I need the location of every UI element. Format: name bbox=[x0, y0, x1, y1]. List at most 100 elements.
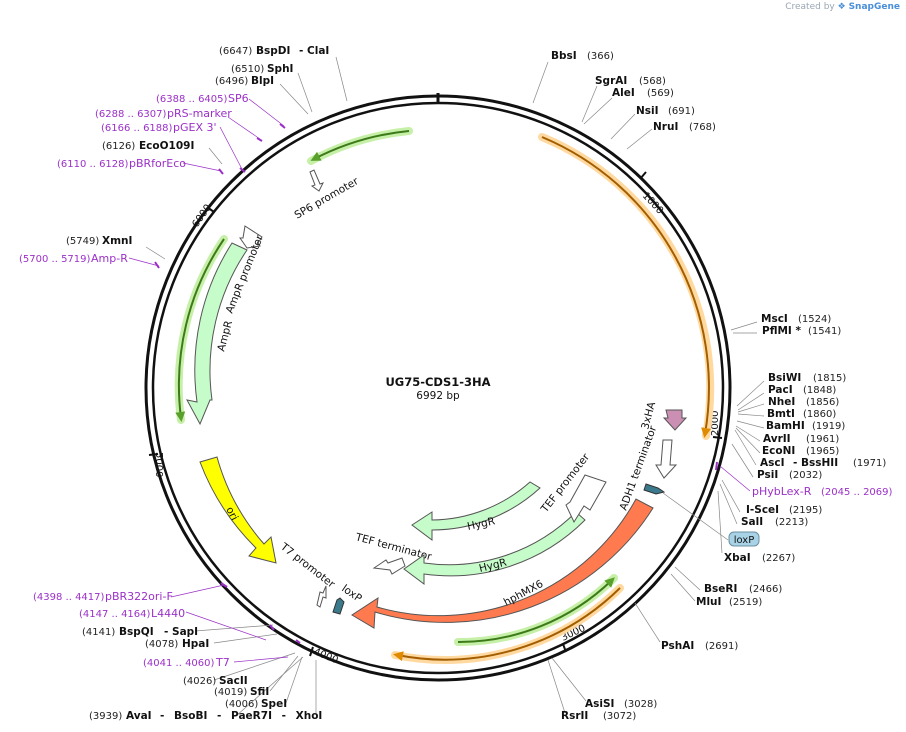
orange-arrow-cds bbox=[541, 136, 711, 438]
tick-5000: 5000 bbox=[153, 452, 164, 477]
primer-range-amp-r: (5700 .. 5719) bbox=[19, 254, 91, 265]
primer-range-pbr322ori-f: (4398 .. 4417) bbox=[33, 592, 105, 603]
sp6-promoter-arrow bbox=[309, 169, 324, 192]
enzyme-pos-nrui: (768) bbox=[689, 122, 716, 133]
enzyme-pos-pflmi: (1541) bbox=[808, 326, 841, 337]
enzyme-name-pshai: PshAI bbox=[661, 640, 694, 652]
enzyme-name-sgrai: SgrAI bbox=[595, 75, 627, 87]
primer-range-phyblex-r: (2045 .. 2069) bbox=[821, 487, 893, 498]
green-arrow-inner bbox=[457, 577, 615, 644]
enzyme-name-hpai: HpaI bbox=[182, 638, 209, 650]
hygr-label-1: HygR bbox=[466, 515, 496, 533]
primer-range-l4440: (4147 .. 4164) bbox=[79, 609, 151, 620]
ori-label: ori bbox=[223, 505, 240, 523]
enzyme-pos-bbsi: (366) bbox=[587, 51, 614, 62]
primer-marks bbox=[154, 123, 718, 644]
orange-arrow-lower bbox=[393, 587, 621, 662]
enzyme-name-spei: SpeI bbox=[261, 698, 287, 710]
loxp-callout-line bbox=[662, 492, 729, 541]
enzyme-name-bspdi: BspDI bbox=[256, 45, 290, 57]
enzyme-pos-sgrai: (568) bbox=[639, 76, 666, 87]
enzyme-pos-pshai: (2691) bbox=[705, 641, 738, 652]
enzyme-name-i-scei: I-SceI bbox=[746, 504, 779, 516]
loxp-right-arrow bbox=[643, 483, 666, 495]
enzyme-name-xbai: XbaI bbox=[724, 552, 751, 564]
enzyme-pos-ecoo109i: (6126) bbox=[102, 141, 135, 152]
enzyme-name-sali: SalI bbox=[741, 516, 763, 528]
enzyme-name-alei: AleI bbox=[612, 87, 635, 99]
enzyme-pos-bmti: (1860) bbox=[803, 409, 836, 420]
enzyme-name-rsrii: RsrII bbox=[561, 710, 588, 722]
primer-name-pgex3: pGEX 3' bbox=[173, 121, 217, 134]
enzyme-extra-clai: - ClaI bbox=[299, 45, 329, 57]
enzyme-name-paci: PacI bbox=[768, 384, 793, 396]
primer-name-t7: T7 bbox=[215, 656, 230, 669]
enzyme-pos-sfii: (4019) bbox=[214, 687, 247, 698]
enzyme-pos-i-scei: (2195) bbox=[789, 505, 822, 516]
three-x-ha-arrow bbox=[662, 409, 688, 431]
ampr-arrow bbox=[186, 242, 248, 426]
enzyme-name-asisi: AsiSI bbox=[585, 698, 614, 710]
primer-range-pbrforeco: (6110 .. 6128) bbox=[57, 159, 129, 170]
tick-2000: 2000 bbox=[710, 411, 721, 436]
enzyme-pos-sali: (2213) bbox=[775, 517, 808, 528]
enzyme-pos-bamhi: (1919) bbox=[812, 421, 845, 432]
primer-name-pbrforeco: pBRforEco bbox=[129, 157, 186, 170]
t7-promoter-arrow bbox=[316, 585, 327, 608]
green-arrow-ampr bbox=[175, 238, 225, 422]
plasmid-name: UG75-CDS1-3HA bbox=[385, 375, 490, 389]
primer-name-amp-r: Amp-R bbox=[91, 252, 128, 265]
enzyme-name-ecoo109i: EcoO109I bbox=[139, 140, 194, 152]
enzyme-name-nsii: NsiI bbox=[636, 105, 659, 117]
three-x-ha-label: 3xHA bbox=[639, 400, 658, 431]
adh1-terminator-label: ADH1 terminator bbox=[618, 424, 660, 512]
adh1-terminator-arrow bbox=[655, 439, 678, 479]
enzyme-pos-sphi: (6510) bbox=[231, 64, 264, 75]
scale-ticks bbox=[148, 171, 723, 657]
ori-arrow bbox=[199, 456, 277, 564]
enzyme-name-bbsi: BbsI bbox=[551, 50, 577, 62]
enzyme-extra-bsshii: - BssHII bbox=[793, 457, 838, 469]
t7-promoter-label: T7 promoter bbox=[277, 540, 337, 591]
enzyme-name-bseri: BseRI bbox=[704, 583, 737, 595]
enzyme-name-avrii: AvrII bbox=[763, 433, 791, 445]
credit-brand: SnapGene bbox=[848, 2, 900, 12]
credit-prefix: Created by bbox=[785, 2, 835, 12]
enzyme-pos-hpai: (4078) bbox=[145, 639, 178, 650]
sp6-promoter-label: SP6 promoter bbox=[293, 175, 362, 222]
hphmx6-arrow bbox=[351, 498, 654, 629]
primer-range-sp6: (6388 .. 6405) bbox=[156, 94, 228, 105]
enzyme-name-econi: EcoNI bbox=[762, 445, 795, 457]
primer-range-prs-marker: (6288 .. 6307) bbox=[95, 109, 167, 120]
enzyme-name-psii: PsiI bbox=[757, 469, 778, 481]
ampr-label: AmpR bbox=[215, 319, 235, 352]
green-highlight-sp6 bbox=[307, 127, 413, 165]
loxp-box bbox=[728, 531, 760, 547]
primer-range-t7: (4041 .. 4060) bbox=[143, 658, 215, 669]
enzyme-pos-avrii: (1961) bbox=[806, 434, 839, 445]
enzyme-pos-bspdi: (6647) bbox=[219, 46, 252, 57]
enzyme-name-nrui: NruI bbox=[653, 121, 678, 133]
primer-range-pgex3: (6166 .. 6188) bbox=[101, 123, 173, 134]
tef-terminator-arrow bbox=[372, 557, 406, 575]
enzyme-pos-nsii: (691) bbox=[668, 106, 695, 117]
enzyme-pos-mlui: (2519) bbox=[729, 597, 762, 608]
enzyme-name-mlui: MluI bbox=[696, 596, 721, 608]
enzyme-name-pflmi: PflMI * bbox=[762, 325, 801, 337]
enzyme-pos-sacii: (4026) bbox=[183, 676, 216, 687]
enzyme-name-sfii: SfiI bbox=[250, 686, 269, 698]
hygr-label-2: HygR bbox=[478, 556, 508, 574]
primer-name-sp6: SP6 bbox=[228, 92, 249, 105]
enzyme-pos-bspqi: (4141) bbox=[82, 627, 115, 638]
enzyme-pos-econi: (1965) bbox=[806, 446, 839, 457]
enzyme-pos-msci: (1524) bbox=[798, 314, 831, 325]
ampr-promoter-arrow bbox=[239, 225, 263, 249]
loxp-box-label: loxP bbox=[734, 535, 755, 546]
hygr-arrow-1 bbox=[411, 481, 541, 541]
enzyme-name-avai: AvaI bbox=[126, 710, 152, 722]
enzyme-name-asci: AscI bbox=[760, 457, 785, 469]
enzyme-pos-psii: (2032) bbox=[789, 470, 822, 481]
enzyme-name-bspqi: BspQI bbox=[119, 626, 154, 638]
enzyme-pos-avai: (3939) bbox=[89, 711, 122, 722]
